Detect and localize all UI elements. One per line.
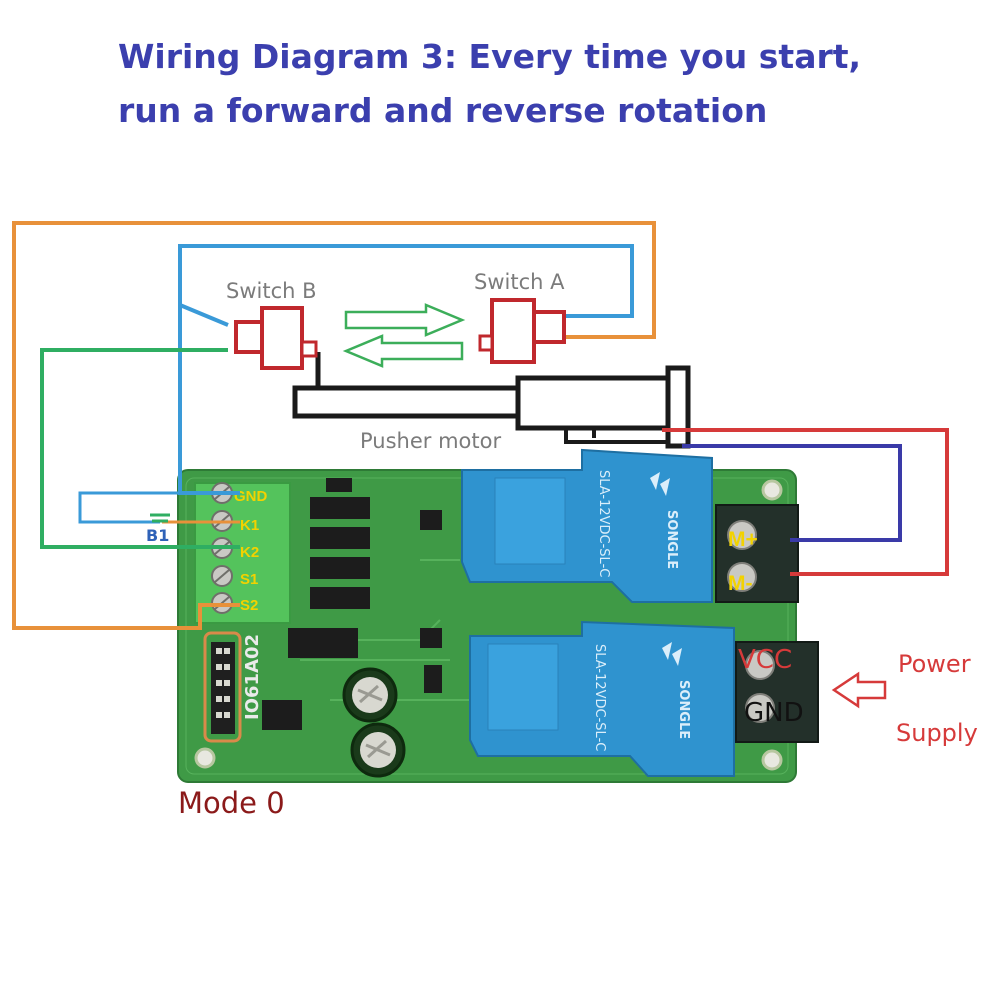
relay-1: SLA-12VDC-SL-C SONGLE — [461, 448, 713, 603]
mount-hole — [194, 747, 216, 769]
title-line-1: Wiring Diagram 3: Every time you start, — [118, 37, 862, 76]
pin-label-gnd: GND — [234, 488, 268, 505]
switch-a-label: Switch A — [474, 270, 565, 294]
relay-2-model: SLA-12VDC-SL-C — [592, 644, 607, 751]
pusher-motor — [292, 352, 691, 449]
title-line-2: run a forward and reverse rotation — [118, 91, 768, 130]
power-label: Power — [898, 650, 971, 678]
pin-label-s1: S1 — [240, 571, 258, 588]
terminal-screw[interactable] — [727, 520, 757, 550]
red-wire — [662, 428, 949, 576]
green-wire — [40, 348, 240, 549]
relay-1-model: SLA-12VDC-SL-C — [596, 470, 611, 577]
m-plus-label: M+ — [728, 528, 758, 551]
gnd-label: GND — [744, 698, 804, 728]
blue-wire — [178, 244, 634, 495]
pin-label-s2: S2 — [240, 597, 258, 614]
terminal-screw[interactable] — [745, 693, 775, 723]
board-id-label: IO61A02 — [242, 634, 263, 720]
switch-b-label: Switch B — [226, 279, 317, 303]
mode-label: Mode 0 — [178, 786, 285, 820]
switch-a — [478, 298, 566, 364]
optocoupler-chips — [310, 478, 370, 609]
b1-button[interactable] — [150, 513, 170, 523]
input-pin-labels: GND K1 K2 S1 S2 — [234, 488, 268, 614]
vcc-label: VCC — [738, 645, 792, 675]
screw-slot — [214, 569, 230, 583]
pin-label-k2: K2 — [240, 544, 259, 561]
pusher-motor-label: Pusher motor — [360, 429, 501, 453]
ic-chip — [288, 628, 358, 658]
arrow-left-icon — [342, 334, 464, 368]
power-input-arrow-icon — [831, 671, 887, 709]
terminal-screw[interactable] — [745, 650, 775, 680]
output-terminal-block — [715, 504, 819, 743]
wires — [12, 221, 949, 630]
mode-jumper-header[interactable] — [203, 631, 242, 743]
arrow-right-icon — [344, 303, 466, 337]
m-minus-label: M- — [728, 572, 753, 595]
regulator-chip — [262, 700, 302, 730]
diagram-title: Wiring Diagram 3: Every time you start, … — [118, 30, 978, 138]
b1-blue-wire — [78, 491, 240, 524]
mount-hole — [761, 749, 783, 771]
switch-b — [234, 306, 318, 370]
relay-1-brand: SONGLE — [664, 510, 679, 569]
pin-label-k1: K1 — [240, 517, 259, 534]
capacitor — [350, 722, 406, 778]
navy-wire — [682, 444, 902, 542]
direction-arrows — [342, 303, 466, 368]
terminal-screw[interactable] — [727, 562, 757, 592]
relay-2-brand: SONGLE — [676, 680, 691, 739]
orange-wire — [12, 221, 656, 630]
capacitor — [342, 667, 398, 723]
mount-hole — [761, 479, 783, 501]
supply-label: Supply — [896, 719, 978, 747]
relay-2: SLA-12VDC-SL-C SONGLE — [469, 620, 735, 777]
b1-label: B1 — [146, 526, 169, 545]
